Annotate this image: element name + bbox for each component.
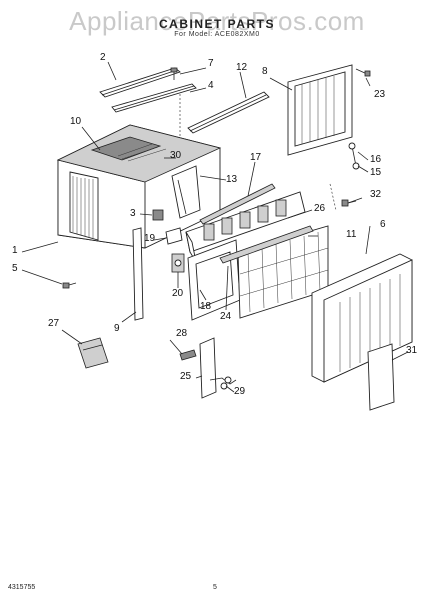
control-panel-part	[199, 337, 217, 399]
filter-strip-part	[219, 225, 314, 264]
callout-4: 4	[208, 80, 214, 91]
vertical-strip-part	[132, 227, 144, 321]
callout-26: 26	[314, 203, 326, 214]
bracket-part	[165, 227, 183, 245]
callout-24: 24	[220, 311, 232, 322]
document-number: 4315755	[8, 584, 36, 591]
callout-27: 27	[48, 318, 60, 329]
callout-9: 9	[114, 323, 120, 334]
screw-part	[355, 68, 371, 77]
callout-5: 5	[12, 263, 18, 274]
callout-1: 1	[12, 245, 18, 256]
callout-6: 6	[380, 219, 386, 230]
long-rail-part	[187, 91, 270, 134]
callout-13: 13	[226, 174, 238, 185]
page-number: 5	[213, 584, 217, 591]
top-rail-part	[99, 67, 181, 98]
callout-15: 15	[370, 167, 382, 178]
bracket-part	[171, 165, 201, 219]
watermark: AppliancePartsPros.com	[69, 6, 365, 36]
callout-11: 11	[346, 229, 357, 240]
callout-12: 12	[236, 62, 248, 73]
callout-28: 28	[176, 328, 188, 339]
callout-8: 8	[262, 66, 268, 77]
callout-23: 23	[374, 89, 386, 100]
wire-harness-part	[209, 376, 237, 390]
front-panel-part	[187, 239, 241, 321]
front-frame-part	[185, 191, 306, 263]
spring-clip-part	[348, 142, 360, 170]
leader-lines	[21, 61, 409, 393]
callout-20: 20	[172, 288, 184, 299]
diagram-subtitle: For Model: ACE082XM0	[174, 31, 260, 38]
callout-18: 18	[200, 301, 212, 312]
access-door-part	[367, 343, 395, 411]
callout-19: 19	[144, 233, 156, 244]
callout-32: 32	[370, 189, 382, 200]
callout-7: 7	[208, 58, 214, 69]
side-panel-frame-part	[287, 64, 353, 156]
callout-2: 2	[100, 52, 106, 63]
knob-part	[171, 253, 185, 273]
rail-part	[111, 83, 197, 113]
callout-31: 31	[406, 345, 418, 356]
callout-25: 25	[180, 371, 192, 382]
diagram-title: CABINET PARTS	[159, 17, 275, 31]
mounting-bracket-part	[77, 337, 109, 369]
clip-part	[152, 209, 164, 221]
screw-part	[62, 282, 77, 289]
callout-30: 30	[170, 150, 182, 161]
callout-29: 29	[234, 386, 246, 397]
callout-3: 3	[130, 208, 136, 219]
callout-10: 10	[70, 116, 82, 127]
callout-16: 16	[370, 154, 382, 165]
switch-part	[179, 349, 197, 361]
screw-part	[170, 67, 178, 80]
callout-17: 17	[250, 152, 262, 163]
